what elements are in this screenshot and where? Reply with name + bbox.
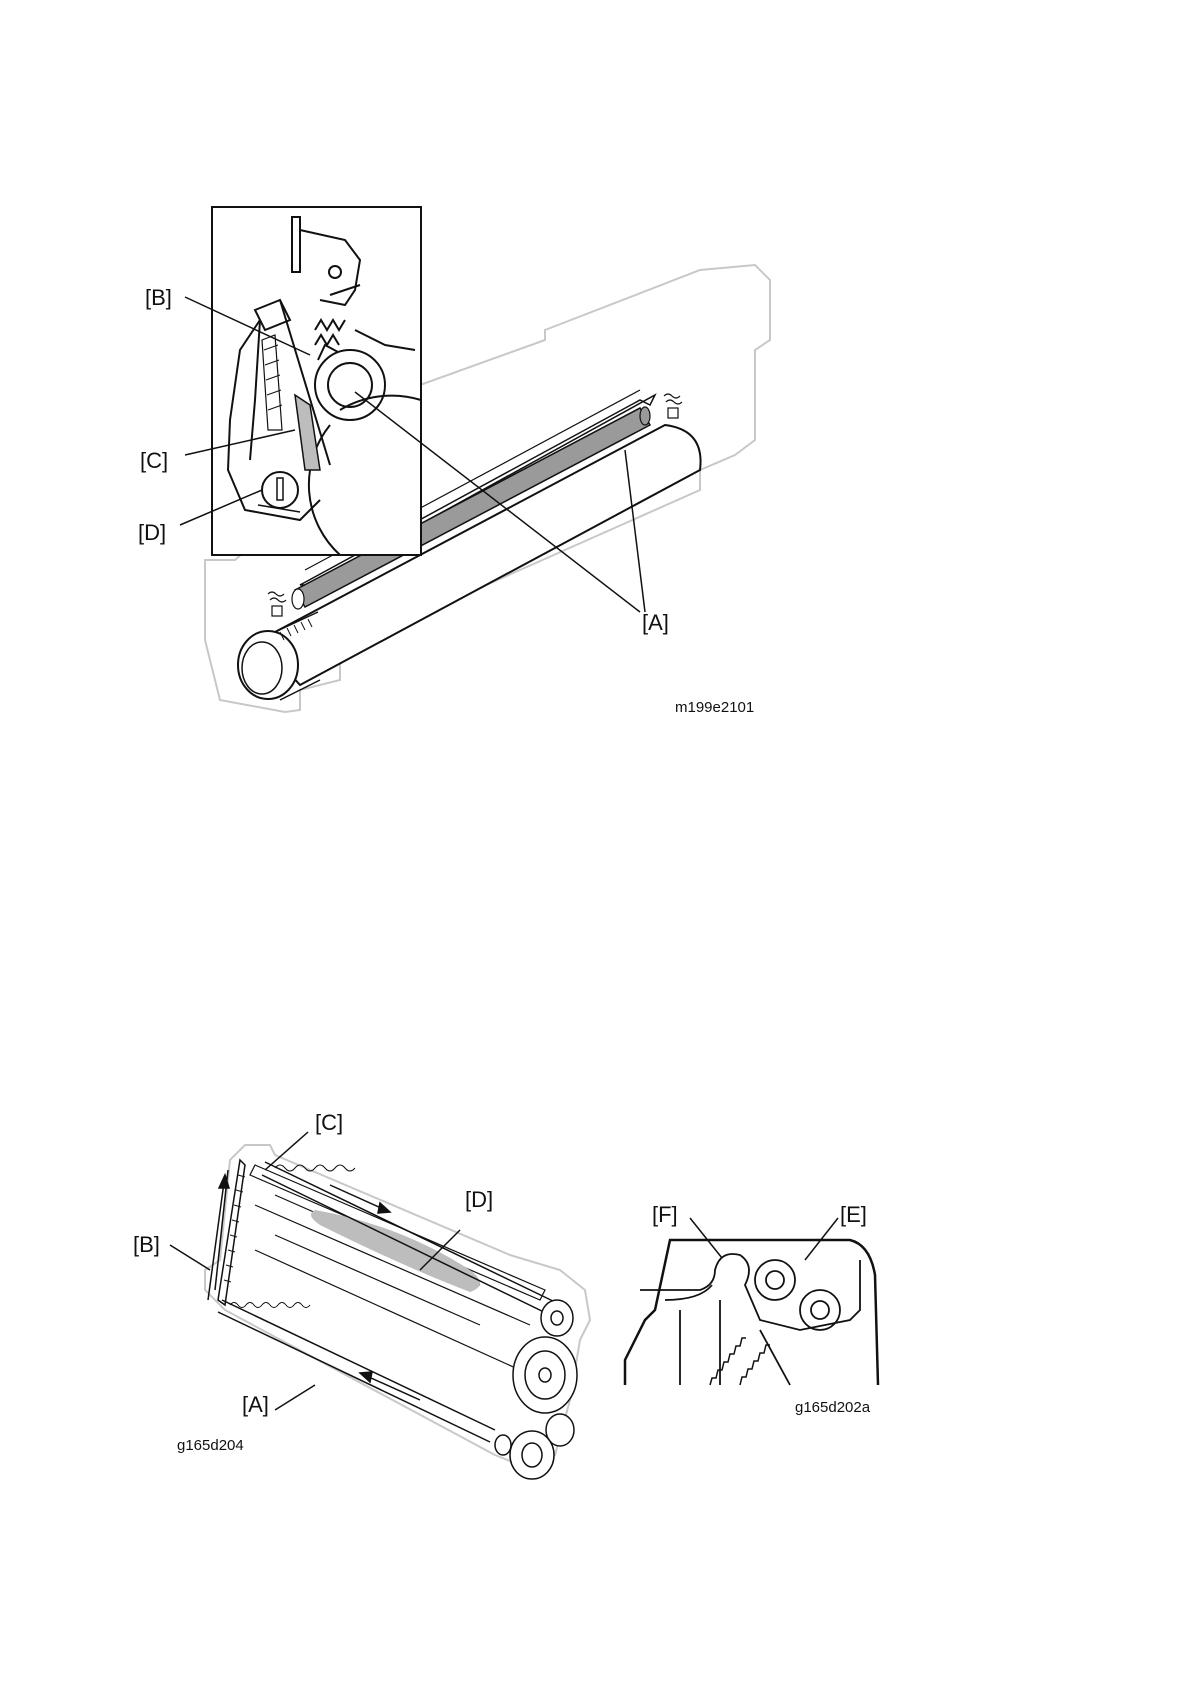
callout-b: [B]	[145, 285, 172, 310]
detail-part	[640, 1254, 860, 1385]
leader-lines-2	[170, 1132, 460, 1410]
callout-d: [D]	[465, 1187, 493, 1212]
direction-arrows	[208, 1175, 420, 1400]
toner-shade	[311, 1210, 480, 1292]
callout-f: [F]	[652, 1202, 678, 1227]
callout-e: [E]	[840, 1202, 867, 1227]
callout-a: [A]	[242, 1392, 269, 1417]
frame-panels	[250, 1165, 545, 1370]
leader-lines-3	[690, 1218, 838, 1260]
callout-a: [A]	[642, 610, 669, 635]
lower-auger	[218, 1300, 495, 1442]
callout-c: [C]	[140, 448, 168, 473]
upper-auger	[262, 1162, 555, 1315]
callout-c: [C]	[315, 1110, 343, 1135]
detail-frame	[625, 1240, 878, 1385]
ghost-frame-outline	[205, 1145, 590, 1465]
figure-code: g165d204	[177, 1437, 244, 1454]
callout-d: [D]	[138, 520, 166, 545]
side-belt	[215, 1160, 245, 1305]
gear-racks	[710, 1338, 770, 1385]
figure-code: g165d202a	[795, 1399, 871, 1416]
figure-roller-assembly: [B] [C] [D] [A] m199e2101	[0, 0, 1191, 760]
gear-train	[495, 1300, 577, 1479]
callout-b: [B]	[133, 1232, 160, 1257]
figure-code: m199e2101	[675, 699, 754, 716]
